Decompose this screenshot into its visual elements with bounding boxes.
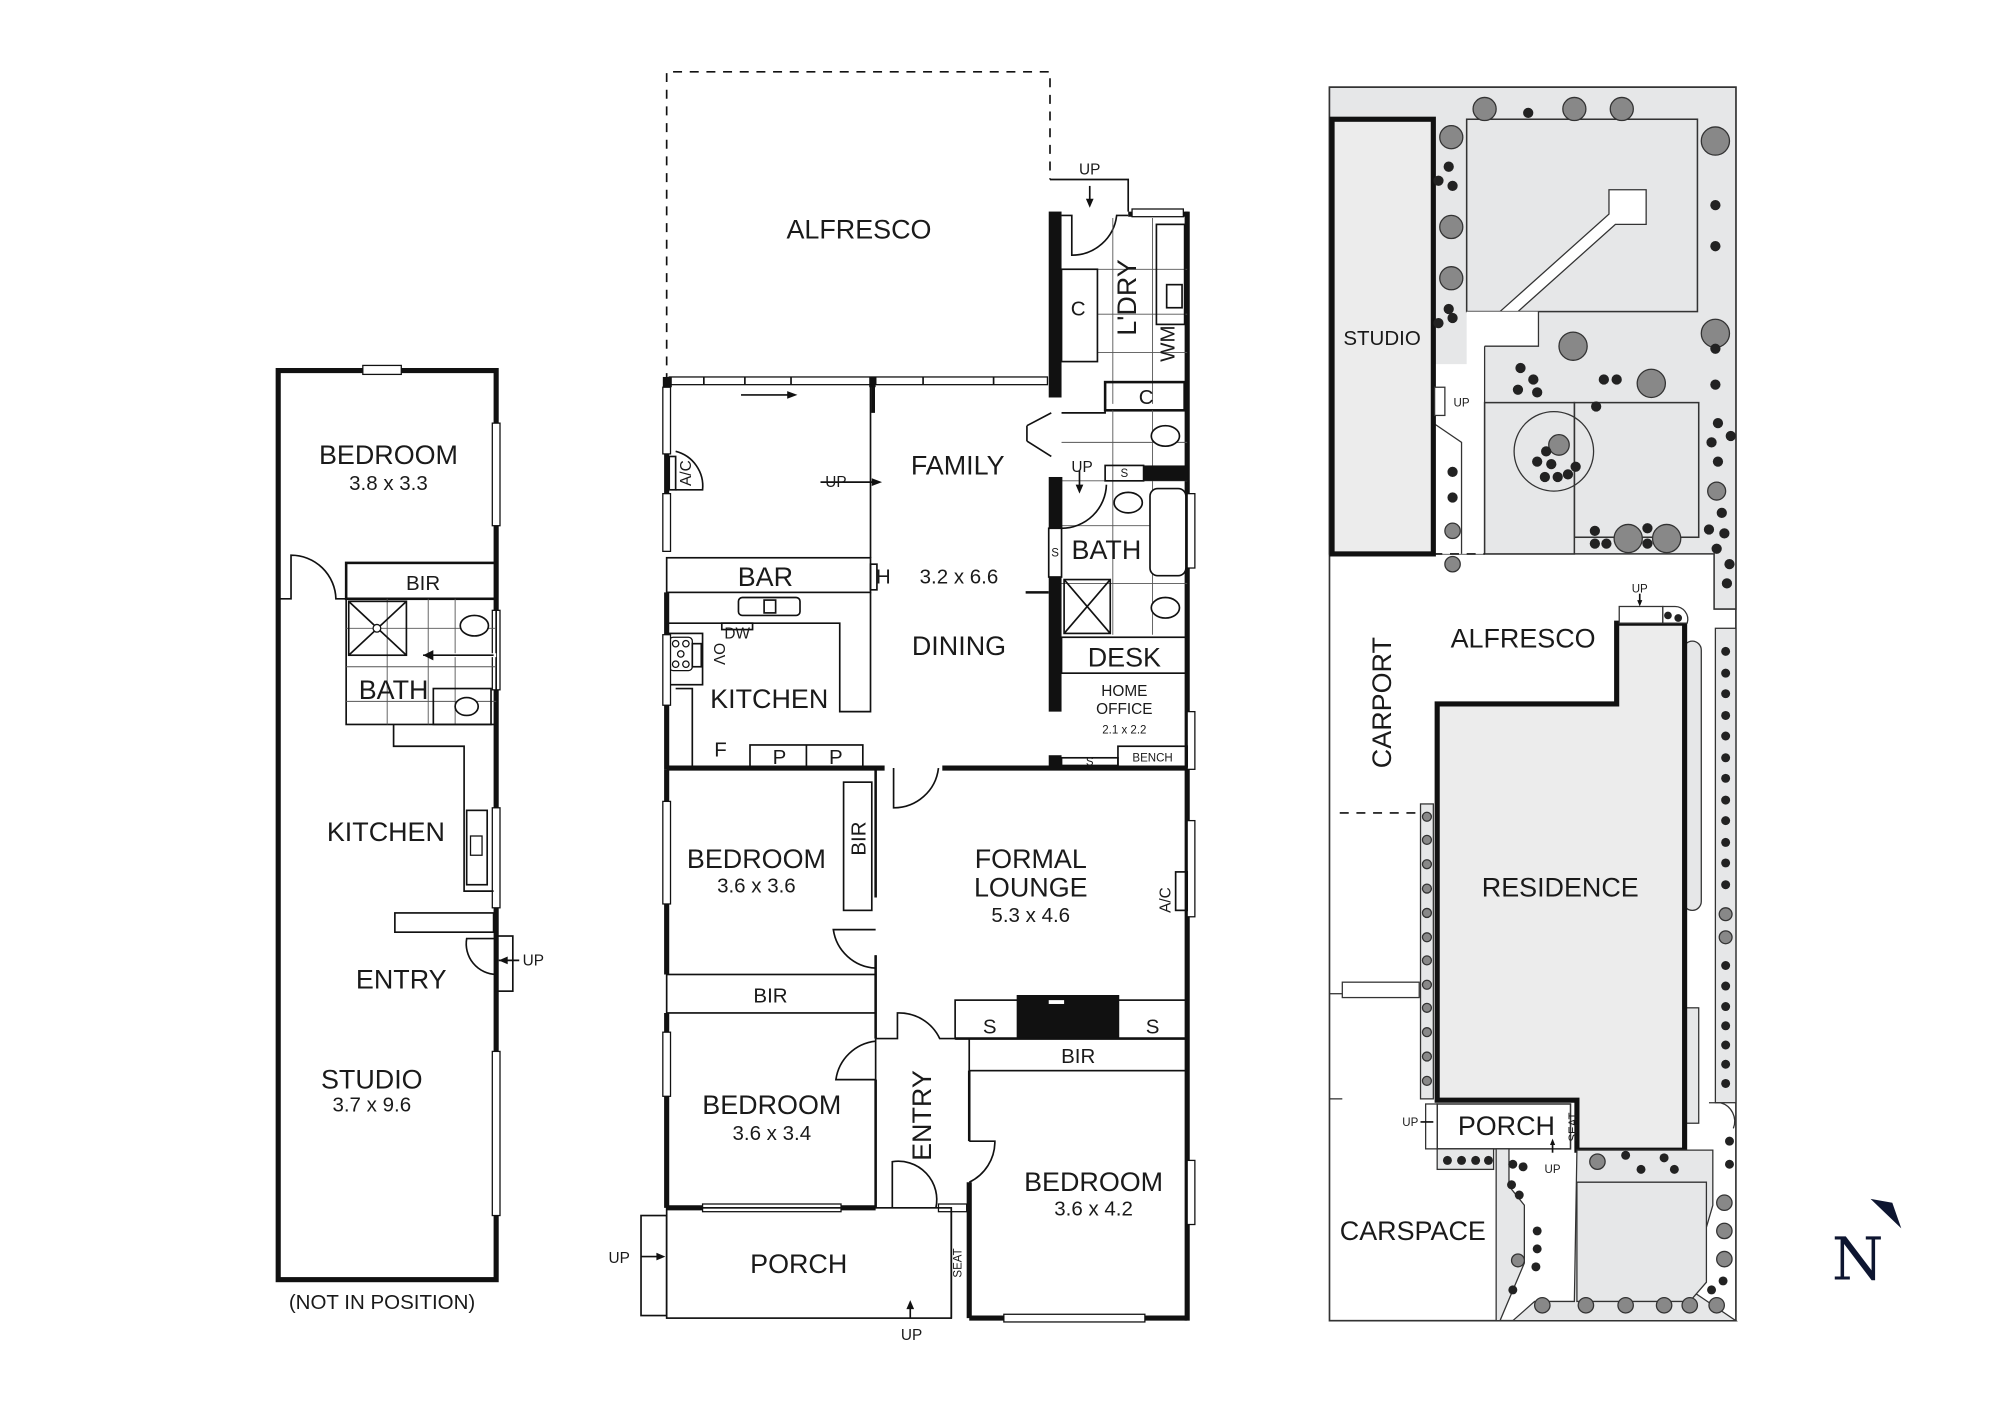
laundry-up-label: UP [1079,161,1100,178]
formal-lounge-size: 5.3 x 4.6 [991,904,1070,927]
north-arrow-icon [1870,1198,1902,1229]
site-porch-label: PORCH [1458,1111,1555,1141]
bir-3-label: BIR [1061,1045,1095,1068]
front-plants [1507,1136,1734,1314]
fireplace-s-left: S [983,1015,997,1038]
oven-label: OV [710,643,727,666]
site-studio-up-label: UP [1454,397,1470,409]
site-porch-seat-label: SEAT [1568,1112,1580,1141]
bedroom-3-size: 3.6 x 4.2 [1054,1198,1133,1221]
alfresco-label: ALFRESCO [786,214,931,244]
seat-label: SEAT [953,1248,965,1277]
site-porch-up-left-label: UP [1402,1117,1418,1129]
formal-lounge-label-1: FORMAL [975,844,1087,874]
bench-s-label: S [1086,756,1094,768]
home-office-size: 2.1 x 2.2 [1102,724,1146,736]
home-office-label-1: HOME [1101,683,1147,700]
heater-label: H [876,565,891,588]
studio-building: BEDROOM 3.8 x 3.3 BIR BATH KITCHEN ENTRY… [275,364,544,1314]
not-in-position-note: (NOT IN POSITION) [289,1291,475,1314]
family-up-label: UP [825,474,846,491]
washing-machine-label: WM [1156,325,1179,361]
studio-bir-label: BIR [406,572,440,595]
studio-room-size: 3.7 x 9.6 [332,1094,411,1117]
family-ac-label: A/C [678,460,695,486]
site-carspace-label: CARSPACE [1340,1216,1486,1246]
kitchen-label: KITCHEN [710,684,828,714]
bedroom-2-label: BEDROOM [702,1090,841,1120]
north-label: N [1832,1225,1884,1294]
site-alfresco-label: ALFRESCO [1451,624,1596,654]
main-house: ALFRESCO UP L'DRY C WM C FAMILY UP A/C U… [609,70,1196,1344]
north-arrow: N [1832,1198,1902,1294]
studio-bath-label: BATH [359,675,429,705]
site-carport-label: CARPORT [1367,637,1397,768]
site-plan: STUDIO UP ALFRESCO UP CARPORT RESIDENCE … [1328,86,1738,1322]
site-porch-up-bottom-label: UP [1545,1164,1561,1176]
laundry-label: L'DRY [1112,259,1142,335]
bedroom-1-bir-label: BIR [847,821,870,855]
bath-cupboard-label: C [1139,386,1154,409]
porch-up-left-label: UP [609,1250,630,1267]
bench-label: BENCH [1132,753,1172,765]
fridge-label: F [714,739,727,762]
bedroom-3-label: BEDROOM [1024,1167,1163,1197]
bath-up-label: UP [1071,459,1092,476]
bath-s-label: S [1051,547,1059,559]
bath-shelf-s-label: S [1121,468,1129,480]
site-studio-label: STUDIO [1343,327,1420,350]
hedge-left [1421,811,1433,1087]
studio-entry-up-label: UP [523,953,544,970]
porch-label: PORCH [750,1249,847,1279]
site-residence-label: RESIDENCE [1482,872,1639,902]
formal-lounge-label-2: LOUNGE [974,872,1088,902]
bedroom-2-size: 3.6 x 3.4 [732,1122,811,1145]
garden-plants [1433,96,1736,589]
studio-bedroom-label: BEDROOM [319,440,458,470]
fireplace-s-right: S [1146,1015,1160,1038]
bedroom-1-label: BEDROOM [687,844,826,874]
desk-label: DESK [1088,643,1161,673]
laundry-cupboard-label: C [1071,297,1086,320]
porch-up-bottom-label: UP [901,1327,922,1344]
bath-label: BATH [1072,535,1142,565]
dishwasher-label: DW [724,626,750,643]
bir-2-label: BIR [753,985,787,1008]
pantry-2-label: P [829,746,843,769]
site-alfresco-up-label: UP [1632,583,1648,595]
studio-bedroom-size: 3.8 x 3.3 [349,472,428,495]
bar-label: BAR [738,562,793,592]
studio-entry-label: ENTRY [356,965,447,995]
hedge-right [1718,646,1733,1088]
dining-label: DINING [912,631,1006,661]
pantry-1-label: P [773,746,787,769]
family-label: FAMILY [911,450,1005,480]
entry-label: ENTRY [907,1070,937,1161]
studio-kitchen-label: KITCHEN [327,817,445,847]
family-dining-size: 3.2 x 6.6 [920,565,999,588]
bedroom-1-size: 3.6 x 3.6 [717,874,796,897]
studio-room-label: STUDIO [321,1065,423,1095]
home-office-label-2: OFFICE [1096,701,1152,718]
lounge-ac-label: A/C [1158,887,1175,913]
